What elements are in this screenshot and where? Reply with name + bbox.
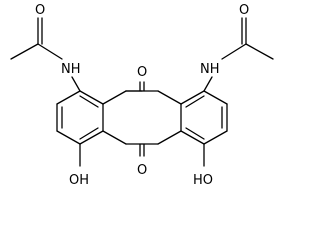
- ring-mid-bottom-right: [157, 130, 182, 145]
- ring-right-inner-2: [185, 127, 205, 140]
- ring-mid-top-right: [157, 90, 182, 105]
- label-hydroxyl-right: HO: [193, 173, 213, 188]
- ring-mid-top-left: [102, 90, 127, 105]
- structure-diagram: O O NH NH O O OH HO: [10, 3, 274, 188]
- atom-labels: O O NH NH O O OH HO: [35, 3, 249, 188]
- label-amide-right: NH: [200, 62, 220, 77]
- label-quinone-top: O: [137, 65, 147, 80]
- molecule-canvas: O O NH NH O O OH HO: [10, 3, 274, 188]
- label-carbonyl-top-left: O: [35, 3, 45, 18]
- label-amide-left: NH: [61, 62, 81, 77]
- ring-left-3: [56, 130, 81, 145]
- ring-right-3: [203, 130, 228, 145]
- ring-right-4: [180, 130, 205, 145]
- bond-amide-c-right: [221, 43, 247, 60]
- ring-right-1: [203, 90, 228, 105]
- bond-methyl-right: [245, 43, 274, 60]
- label-quinone-bottom: O: [137, 163, 147, 178]
- ring-left-6: [79, 90, 104, 105]
- ring-right-inner-3: [185, 95, 205, 108]
- ring-left-4: [79, 130, 104, 145]
- bond-n-ring-right: [203, 76, 213, 92]
- bonds: [10, 17, 274, 167]
- bond-methyl-left: [10, 43, 39, 60]
- bond-amide-c-left: [37, 43, 63, 60]
- label-carbonyl-top-right: O: [239, 3, 249, 18]
- label-hydroxyl-left: OH: [69, 173, 89, 188]
- ring-left-1: [56, 90, 81, 105]
- ring-mid-bottom-left: [102, 130, 127, 145]
- ring-left-inner-3: [79, 95, 99, 108]
- ring-right-6: [180, 90, 205, 105]
- ring-left-inner-2: [79, 127, 99, 140]
- bond-n-ring-left: [71, 76, 81, 92]
